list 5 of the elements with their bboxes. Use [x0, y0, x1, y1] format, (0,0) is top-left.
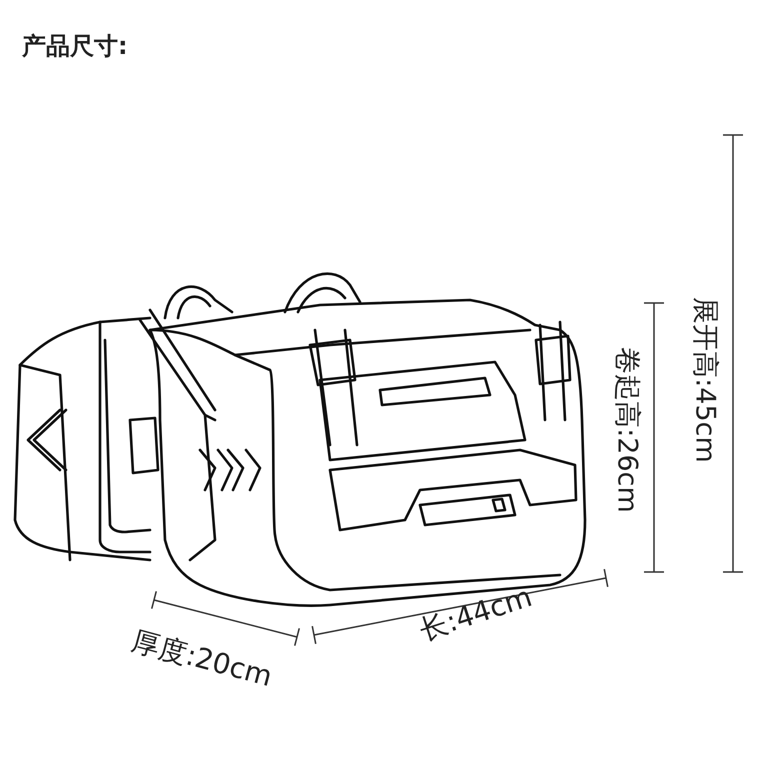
dimension-label: 长:44cm	[416, 582, 536, 646]
dimension-label: 卷起高:26cm	[614, 347, 640, 513]
dimension-label: 厚度:20cm	[128, 626, 275, 692]
dimension-label: 展开高:45cm	[692, 297, 718, 463]
title: 产品尺寸:	[22, 34, 128, 58]
